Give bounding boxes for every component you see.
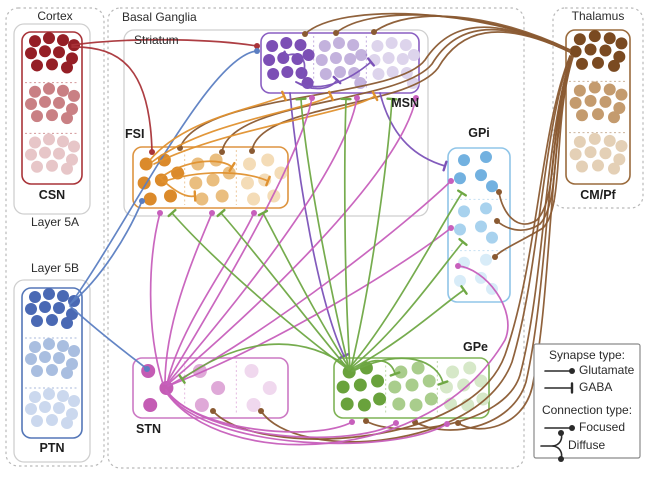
connection-gpe-to-stn <box>178 343 349 384</box>
connection-gpe-to-msn <box>350 97 398 369</box>
connection-fsi-to-fsi <box>159 160 236 179</box>
connection-fsi-to-msn <box>153 90 379 165</box>
connection-csn-to-fsi <box>71 46 155 155</box>
gpi-label: GPi <box>468 126 490 140</box>
connection-gpe-to-fsi <box>257 209 351 370</box>
connection-gpe-to-msn <box>340 97 352 369</box>
layer-5a-label: Layer 5A <box>30 215 80 229</box>
ptn-box <box>21 287 83 439</box>
connection-stn-to-gpe <box>165 391 450 445</box>
cortex-region-label: Cortex <box>37 9 73 23</box>
connection-gpe-to-msn <box>295 97 350 370</box>
connection-msn-to-gpi <box>379 92 448 172</box>
striatum-box-label: Striatum <box>134 33 179 47</box>
cmpf-label: CM/Pf <box>580 188 616 202</box>
connection-gpe-to-fsi <box>216 208 350 371</box>
connection-cmpf-to-fsi <box>219 28 571 155</box>
connection-msn-to-gpe <box>289 92 350 360</box>
connection-stn-to-gpi <box>167 225 454 387</box>
legend-diffuse-label: Diffuse <box>568 438 606 452</box>
connection-msn-to-msn <box>295 57 376 88</box>
legend-synapse-title: Synapse type: <box>548 348 626 362</box>
connection-fsi-to-msn <box>151 90 335 163</box>
connection-gpe-to-gpi <box>352 285 468 369</box>
connection-ptn-to-stn <box>69 305 150 372</box>
connection-gpe-to-gpe <box>352 357 449 386</box>
connection-cmpf-to-stn <box>210 55 571 440</box>
fsi-box <box>132 146 289 209</box>
connection-cmpf-to-gpe <box>363 56 572 430</box>
connection-stn-to-msn <box>166 95 360 385</box>
connection-msn-to-msn <box>283 50 306 77</box>
legend-gaba-label: GABA <box>579 380 613 394</box>
connection-cmpf-to-fsi <box>249 31 571 154</box>
connection-stn-to-gpe <box>165 389 399 439</box>
connection-stn-to-msn <box>167 95 419 385</box>
connection-fsi-to-msn <box>149 90 287 161</box>
csn-label: CSN <box>38 188 66 202</box>
legend-connection-title: Connection type: <box>541 403 633 417</box>
connection-csn-to-msn <box>71 38 260 49</box>
connection-gpe-to-fsi <box>167 208 350 371</box>
fsi-label: FSI <box>125 127 145 141</box>
layer-5b-label: Layer 5B <box>30 261 80 275</box>
msn-label: MSN <box>391 96 419 110</box>
csn-box <box>21 31 83 185</box>
stn-box <box>132 357 289 419</box>
legend-box <box>533 343 641 459</box>
thalamus-region-label: Thalamus <box>571 9 625 23</box>
connection-cmpf-to-gpi <box>496 55 573 225</box>
gpe-box <box>333 357 490 419</box>
legend-glyphs <box>540 368 575 462</box>
connection-cmpf-to-gpi <box>492 56 574 260</box>
legend-focused-label: Focused <box>579 420 626 434</box>
connection-stn-to-fsi <box>164 210 215 385</box>
connection-ptn-to-msn <box>71 48 260 303</box>
connection-ptn-to-fsi <box>69 198 145 305</box>
connections-layer <box>69 12 574 446</box>
connection-cmpf-to-msn <box>371 15 571 51</box>
cmpf-box <box>565 29 631 185</box>
basal-ganglia-region-label: Basal Ganglia <box>122 10 197 24</box>
connection-msn-to-msn <box>295 75 342 90</box>
ptn-label: PTN <box>39 441 65 455</box>
stn-label: STN <box>136 422 161 436</box>
msn-box <box>260 32 420 94</box>
gpe-label: GPe <box>462 340 488 354</box>
legend-glutamate-label: Glutamate <box>579 363 635 377</box>
connection-fsi-to-fsi <box>157 175 197 202</box>
connection-stn-to-fsi <box>149 210 164 385</box>
connection-cmpf-to-gpi <box>494 55 573 232</box>
connection-stn-to-fsi <box>166 210 257 385</box>
connection-gpe-to-gpi <box>351 237 468 368</box>
connection-cmpf-to-stn <box>258 55 571 443</box>
connection-fsi-to-fsi <box>161 171 271 187</box>
connection-stn-to-gpi <box>165 263 509 446</box>
gpi-box <box>447 147 511 303</box>
connection-gpe-to-gpi <box>350 189 467 367</box>
